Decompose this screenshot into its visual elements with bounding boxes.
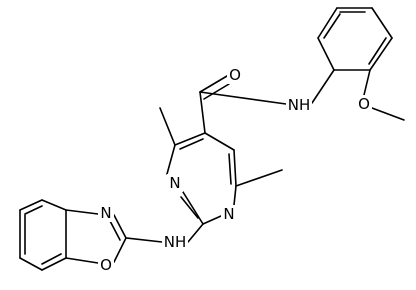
bond-pyr-1 — [182, 191, 204, 225]
label-N-oxazole: N — [100, 204, 111, 222]
bond-pyr-7 — [202, 215, 222, 225]
label-N1-pyrimidine: N — [169, 174, 180, 192]
bond-benz-2 — [41, 199, 67, 211]
atom-O-methoxy: O — [356, 95, 372, 113]
bond-oxa-1 — [65, 209, 99, 215]
bond-methoxy-1 — [363, 69, 371, 96]
bond-benz-5 — [19, 257, 43, 271]
bond-methyl-2 — [235, 169, 283, 187]
bond-oxa-2b — [108, 218, 121, 241]
bond-amide-2b — [203, 83, 230, 100]
bonds-layer — [19, 7, 405, 271]
label-O-carbonyl: O — [229, 66, 241, 84]
bond-benz-inner-1 — [24, 205, 43, 215]
atom-N-amide: NH — [286, 96, 312, 114]
bond-benz-1 — [19, 199, 43, 211]
bond-ani-6 — [369, 37, 393, 71]
bond-pyr-6 — [233, 185, 237, 206]
bond-pyr-2 — [166, 144, 176, 175]
labels-layer: O NH O N N N O — [98, 66, 372, 274]
bond-amide-2 — [199, 75, 228, 93]
bond-pyr-dbl-3 — [180, 196, 199, 219]
bond-pyr-5 — [233, 149, 237, 187]
bond-amide-1 — [199, 91, 206, 134]
bond-amine-1 — [125, 237, 163, 243]
bond-pyr-4 — [204, 132, 235, 151]
bond-amide-3 — [199, 91, 287, 105]
label-NH-amine: NH — [164, 233, 187, 251]
bond-ani-inner-1 — [323, 13, 341, 39]
bond-benz-4 — [41, 257, 67, 271]
bond-pyr-dbl-2 — [228, 153, 232, 185]
bond-oxa-2 — [113, 214, 127, 239]
atom-N-amine: NH — [162, 233, 188, 251]
bond-pyr-3 — [174, 132, 206, 146]
bond-ani-1 — [311, 69, 335, 104]
label-N3-pyrimidine: N — [223, 205, 234, 223]
bond-benz-inner-2 — [41, 253, 62, 265]
atom-N3-pyrimidine: N — [221, 205, 237, 223]
bond-oxa-3 — [113, 237, 127, 263]
bond-methyl-1 — [159, 107, 176, 146]
bond-ani-5 — [371, 7, 393, 39]
bond-ani-inner-2 — [368, 37, 387, 65]
label-O-oxazole: O — [100, 256, 112, 274]
label-O-methoxy: O — [358, 95, 370, 113]
atom-O-carbonyl: O — [227, 66, 243, 84]
bond-ani-2 — [317, 37, 335, 71]
atom-N1-pyrimidine: N — [167, 174, 183, 192]
atom-O-oxazole: O — [98, 256, 114, 274]
bond-pyr-dbl-1 — [179, 138, 204, 150]
bond-ani-3 — [317, 7, 338, 39]
label-NH-amide: NH — [288, 96, 311, 114]
bond-oxa-4 — [65, 257, 99, 264]
bond-amine-2 — [187, 223, 204, 243]
atom-N-oxazole: N — [98, 204, 114, 222]
bond-methoxy-2 — [371, 107, 405, 121]
